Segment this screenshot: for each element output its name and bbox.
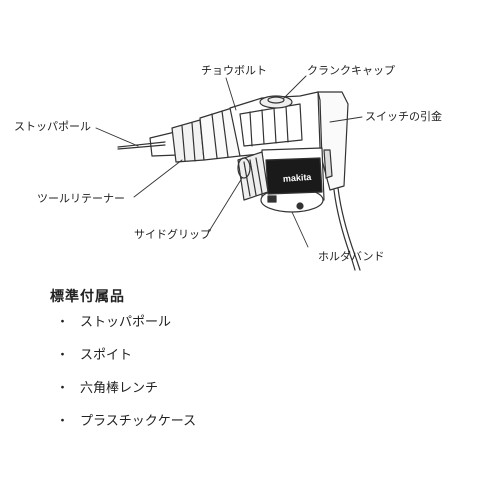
label-side-grip: サイドグリップ bbox=[134, 228, 211, 241]
label-holder-band: ホルダバンド bbox=[318, 250, 385, 263]
tool-upper-housing bbox=[229, 91, 321, 157]
bullet: ・ bbox=[56, 414, 70, 429]
list-item: ・六角棒レンチ bbox=[50, 380, 196, 413]
motor-housing bbox=[260, 147, 325, 213]
accessory-label: スポイト bbox=[80, 348, 133, 363]
accessory-label: 六角棒レンチ bbox=[80, 381, 159, 396]
label-stopper-pole: ストッパポール bbox=[14, 120, 91, 133]
rear-handle bbox=[317, 91, 349, 191]
list-item: ・ストッパポール bbox=[50, 314, 196, 347]
brand-logo: makita bbox=[283, 172, 313, 184]
list-item: ・プラスチックケース bbox=[50, 413, 196, 446]
label-crank-cap: クランクキャップ bbox=[307, 64, 395, 77]
accessory-label: プラスチックケース bbox=[80, 414, 197, 429]
power-cord bbox=[337, 187, 361, 271]
label-chuck-bolt: チョウボルト bbox=[201, 64, 267, 77]
crank-cap-part bbox=[259, 95, 293, 109]
side-grip-part bbox=[237, 151, 269, 201]
tool-diagram: makita bbox=[95, 75, 363, 271]
label-tool-retainer: ツールリテーナー bbox=[37, 192, 125, 205]
accessory-label: ストッパポール bbox=[80, 315, 172, 330]
tool-retainer-part bbox=[171, 119, 205, 163]
bullet: ・ bbox=[56, 315, 70, 330]
stopper-pole-rod bbox=[117, 141, 166, 150]
accessories-title: 標準付属品 bbox=[50, 289, 125, 305]
label-switch-trigger: スイッチの引金 bbox=[365, 110, 442, 123]
list-item: ・スポイト bbox=[50, 347, 196, 380]
bullet: ・ bbox=[56, 348, 70, 363]
bullet: ・ bbox=[56, 381, 70, 396]
leader-lines bbox=[95, 75, 363, 248]
standard-accessories: 標準付属品 ・ストッパポール ・スポイト ・六角棒レンチ ・プラスチックケース bbox=[50, 286, 196, 446]
accessories-list: ・ストッパポール ・スポイト ・六角棒レンチ ・プラスチックケース bbox=[50, 314, 196, 446]
